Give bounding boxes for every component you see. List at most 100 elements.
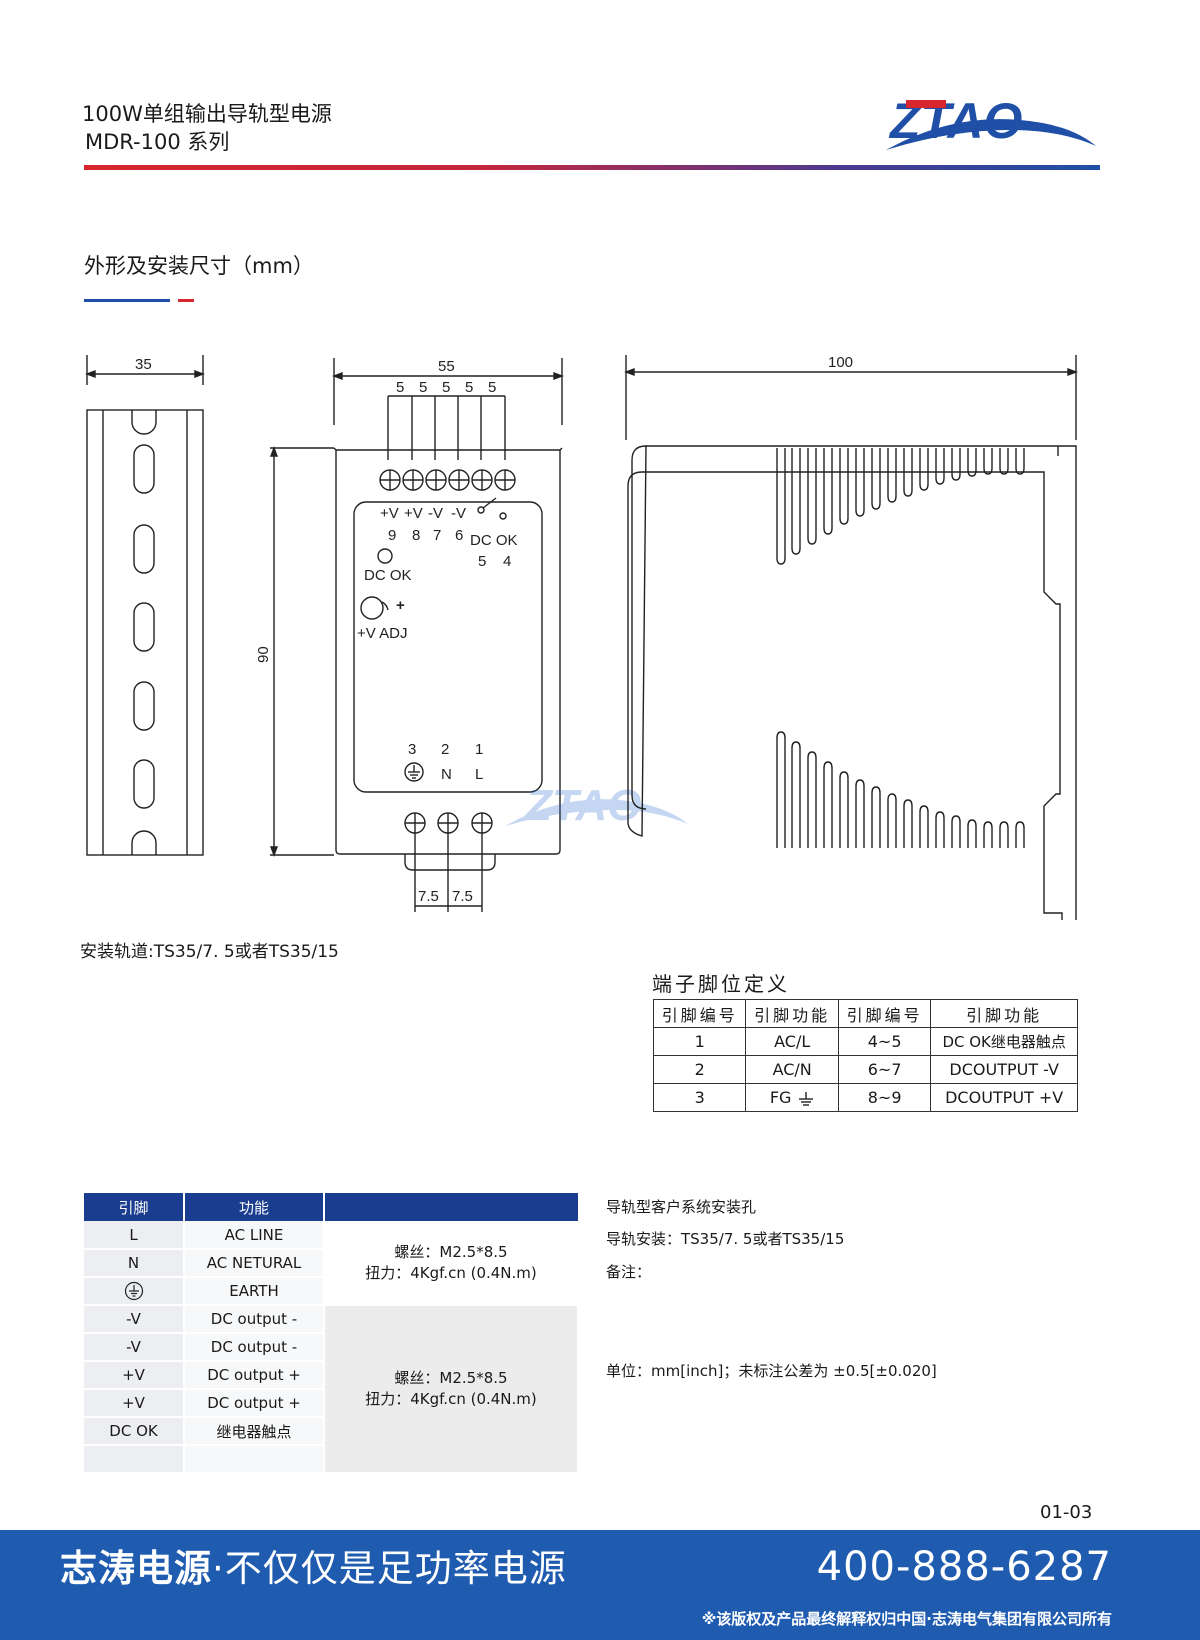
pin-definition-table: 引脚编号 引脚功能 引脚编号 引脚功能 1 AC/L 4~5 DC OK继电器触… bbox=[652, 999, 1078, 1112]
earth-symbol-icon bbox=[124, 1281, 143, 1301]
front-height-label: 90 bbox=[255, 646, 272, 663]
input-label: N bbox=[441, 766, 452, 783]
table-header-cell: 引脚功能 bbox=[930, 999, 1078, 1028]
earth-symbol-icon bbox=[404, 762, 424, 782]
table-row: 3 FG 8~9 DCOUTPUT +V bbox=[652, 1083, 1078, 1112]
front-view: 55 5 5 5 5 5 90 bbox=[255, 358, 564, 912]
table-header-row: 引脚编号 引脚功能 引脚编号 引脚功能 bbox=[652, 999, 1078, 1028]
table-cell: AC/L bbox=[745, 1027, 839, 1056]
document-subtitle: MDR-100 系列 bbox=[85, 130, 230, 154]
table-cell: 8~9 bbox=[837, 1083, 932, 1112]
pitch-label: 5 bbox=[488, 379, 496, 396]
table-cell: FG bbox=[745, 1083, 839, 1112]
side-depth-label: 100 bbox=[828, 354, 853, 371]
table-cell bbox=[84, 1277, 185, 1306]
led-label: DC OK bbox=[364, 567, 412, 584]
table-row: 1 AC/L 4~5 DC OK继电器触点 bbox=[652, 1027, 1078, 1056]
terminal-number: 6 bbox=[455, 527, 463, 544]
input-number: 1 bbox=[475, 741, 483, 758]
slogan-brand: 志涛电源 bbox=[60, 1547, 212, 1590]
footer-copyright: ※该版权及产品最终解释权归中国·志涛电气集团有限公司所有 bbox=[701, 1610, 1112, 1628]
table-row: L AC LINE 螺丝：M2.5*8.5 扭力：4Kgf.cn (0.4N.m… bbox=[84, 1221, 579, 1306]
ztao-watermark: ZTAO bbox=[505, 781, 688, 830]
torque-spec: 扭力：4Kgf.cn (0.4N.m) bbox=[365, 1390, 537, 1408]
table-cell: +V bbox=[84, 1361, 185, 1390]
section-underline-red bbox=[178, 299, 194, 302]
table-cell: +V bbox=[84, 1389, 185, 1418]
relay-switch-icon bbox=[477, 506, 485, 514]
document-title: 100W单组输出导轨型电源 bbox=[82, 102, 332, 126]
table-cell: 螺丝：M2.5*8.5 扭力：4Kgf.cn (0.4N.m) bbox=[324, 1305, 579, 1474]
pitch-label: 5 bbox=[396, 379, 404, 396]
ground-symbol-icon bbox=[798, 1091, 813, 1106]
input-number: 3 bbox=[408, 741, 416, 758]
table-cell: DCOUTPUT -V bbox=[930, 1055, 1078, 1084]
terminal-label: -V bbox=[428, 505, 443, 522]
slogan-text: ·不仅仅是足功率电源 bbox=[212, 1547, 567, 1590]
terminal-number: 9 bbox=[388, 527, 396, 544]
table-header-cell: 引脚功能 bbox=[745, 999, 839, 1028]
table-cell: 1 bbox=[652, 1027, 747, 1056]
relay-label: DC OK bbox=[470, 532, 518, 549]
table-cell bbox=[84, 1445, 185, 1474]
terminal-label: -V bbox=[451, 505, 466, 522]
rail-note: 安装轨道:TS35/7. 5或者TS35/15 bbox=[80, 942, 339, 962]
pin-definition-title: 端子脚位定义 bbox=[652, 972, 790, 996]
terminal-number: 8 bbox=[412, 527, 420, 544]
rail-install-note: 导轨安装：TS35/7. 5或者TS35/15 bbox=[606, 1230, 845, 1248]
table-row bbox=[84, 1445, 578, 1474]
bottom-pitch-label: 7.5 bbox=[418, 888, 439, 905]
table-cell: -V bbox=[84, 1305, 185, 1334]
table-cell: 6~7 bbox=[837, 1055, 932, 1084]
dimension-drawing: 35 55 5 5 5 5 5 bbox=[85, 354, 1078, 920]
front-width-label: 55 bbox=[438, 358, 455, 375]
screw-spec: 螺丝：M2.5*8.5 bbox=[394, 1242, 508, 1261]
led-indicator-icon bbox=[377, 548, 393, 564]
table-cell: AC/N bbox=[745, 1055, 839, 1084]
table-row: +V DC output + bbox=[84, 1389, 578, 1418]
rail-width-label: 35 bbox=[135, 356, 152, 373]
din-rail-view: 35 bbox=[85, 355, 205, 856]
terminal-label: +V bbox=[380, 505, 399, 522]
footer-banner: 志涛电源·不仅仅是足功率电源 400-888-6287 ※该版权及产品最终解释权… bbox=[0, 1530, 1200, 1640]
bottom-pitch-label: 7.5 bbox=[452, 888, 473, 905]
table-row: 2 AC/N 6~7 DCOUTPUT -V bbox=[652, 1055, 1078, 1084]
table-cell: DC OK继电器触点 bbox=[930, 1027, 1078, 1056]
table-cell: N bbox=[84, 1249, 185, 1278]
table-header-cell: 引脚编号 bbox=[837, 999, 932, 1028]
terminal-number: 7 bbox=[433, 527, 441, 544]
table-cell: EARTH bbox=[184, 1277, 325, 1306]
table-row: -V DC output - 螺丝：M2.5*8.5 扭力：4Kgf.cn (0… bbox=[84, 1305, 579, 1474]
remark-note: 备注： bbox=[606, 1263, 652, 1281]
table-cell: 继电器触点 bbox=[184, 1417, 325, 1446]
install-hole-note: 导轨型客户系统安装孔 bbox=[606, 1198, 757, 1216]
input-label: L bbox=[475, 766, 483, 783]
table-header-row: 引脚 功能 bbox=[84, 1193, 578, 1221]
fg-label: FG bbox=[769, 1088, 792, 1107]
pitch-label: 5 bbox=[419, 379, 427, 396]
table-cell: 2 bbox=[652, 1055, 747, 1084]
relay-number: 4 bbox=[503, 553, 511, 570]
table-cell: DC output + bbox=[184, 1361, 325, 1390]
adj-plus-label: + bbox=[396, 597, 405, 614]
table-header-cell: 引脚 bbox=[84, 1193, 185, 1221]
table-row: +V DC output + bbox=[84, 1361, 578, 1390]
table-cell: DC output - bbox=[184, 1305, 325, 1334]
side-view: 100 bbox=[624, 354, 1078, 920]
unit-note: 单位：mm[inch]；未标注公差为 ±0.5[±0.020] bbox=[606, 1362, 937, 1380]
pitch-label: 5 bbox=[442, 379, 450, 396]
footer-phone: 400-888-6287 bbox=[816, 1544, 1112, 1590]
table-cell: L bbox=[84, 1221, 185, 1250]
table-header-cell: 引脚编号 bbox=[652, 999, 747, 1028]
terminal-label: +V bbox=[404, 505, 423, 522]
footer-slogan: 志涛电源·不仅仅是足功率电源 bbox=[60, 1544, 567, 1594]
header-divider bbox=[84, 165, 1100, 170]
table-row: EARTH bbox=[84, 1277, 578, 1306]
table-cell: DC output + bbox=[184, 1389, 325, 1418]
input-number: 2 bbox=[441, 741, 449, 758]
adj-label: +V ADJ bbox=[357, 625, 407, 642]
table-header-cell bbox=[324, 1193, 578, 1221]
ztao-logo: ZTAO bbox=[886, 93, 1096, 150]
table-cell: -V bbox=[84, 1333, 185, 1362]
table-cell bbox=[184, 1445, 325, 1474]
